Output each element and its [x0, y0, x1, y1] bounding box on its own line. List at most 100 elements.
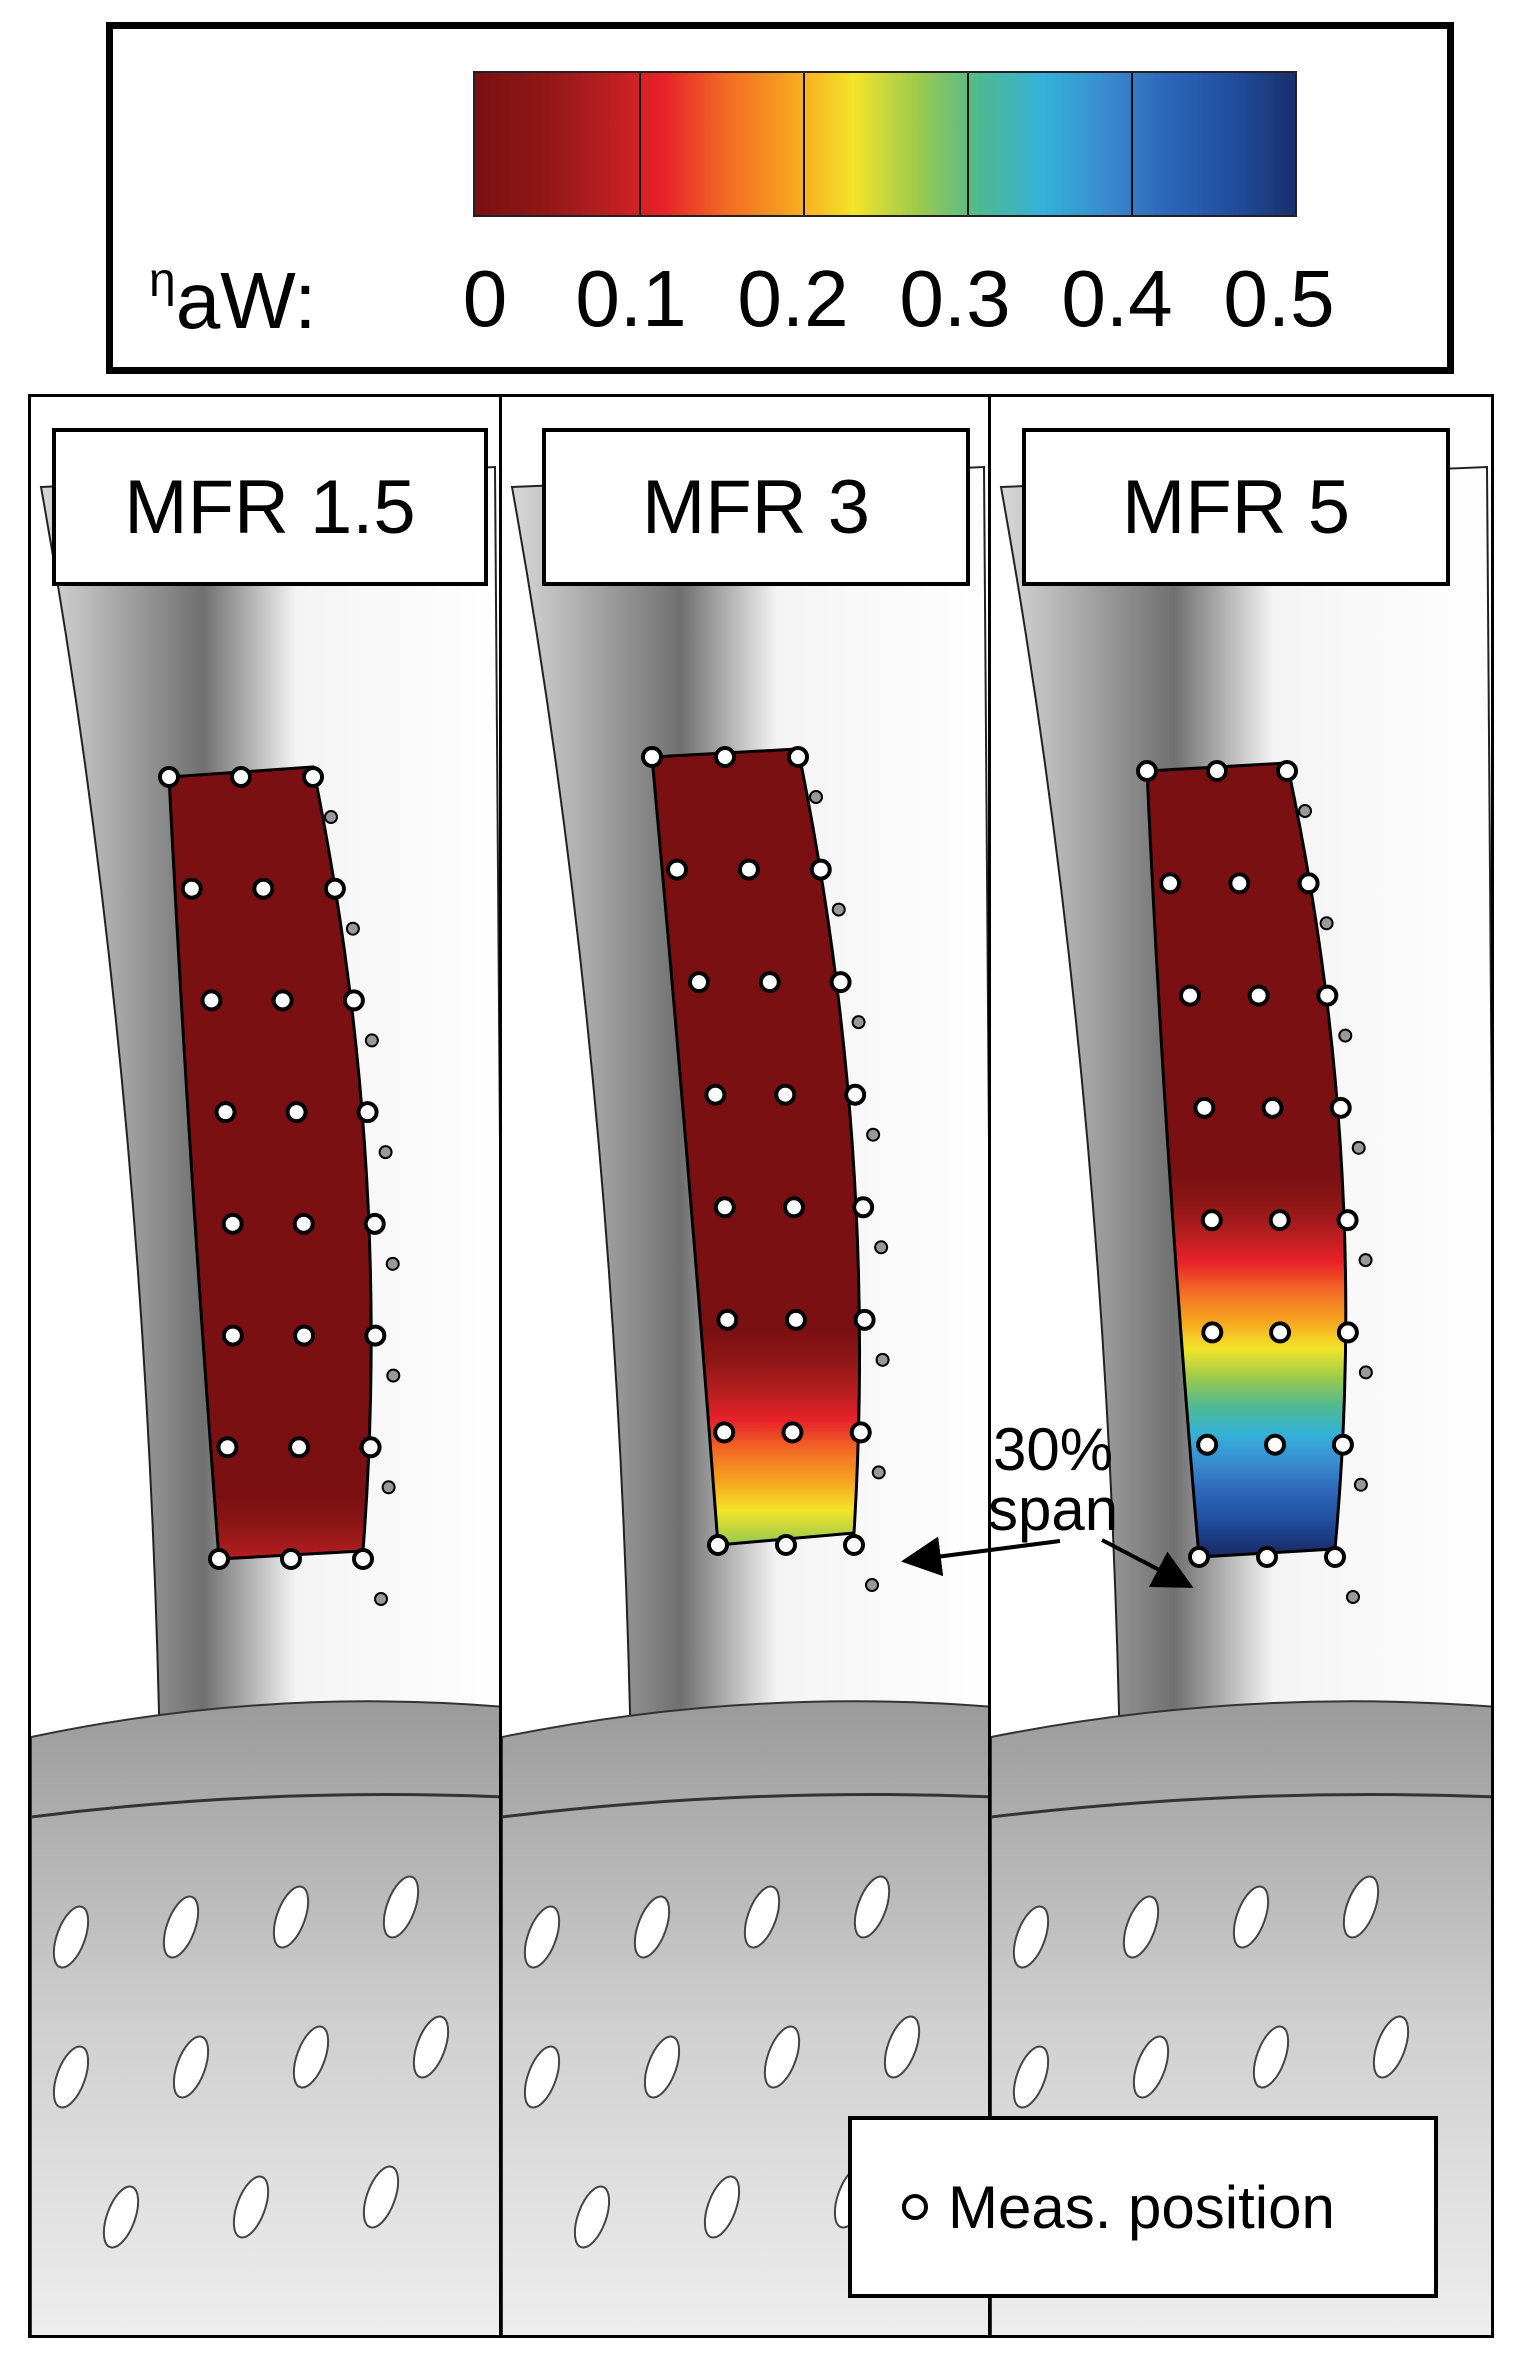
- colorbar-tick-0: 0: [462, 254, 508, 343]
- measurement-point: [852, 1196, 875, 1219]
- measurement-point: [271, 989, 294, 1012]
- cooling-hole-icon: [1012, 2045, 1050, 2109]
- endwall-edge: [502, 1793, 988, 1819]
- cooling-hole-icon: [1132, 2035, 1170, 2099]
- cooling-hole-icon: [381, 1480, 396, 1495]
- blade-scene: [991, 465, 1491, 2335]
- cooling-hole-icon: [1358, 1365, 1373, 1380]
- measurement-point: [1247, 984, 1270, 1007]
- measurement-point: [1179, 984, 1202, 1007]
- measurement-point: [216, 1436, 239, 1459]
- measurement-point: [1136, 760, 1158, 782]
- measurement-point: [782, 1196, 805, 1219]
- measurement-point: [363, 1212, 386, 1235]
- measurement-point: [809, 858, 832, 881]
- measurement-point: [849, 1421, 872, 1444]
- measurement-point: [200, 989, 223, 1012]
- span-annotation-percent: 30%: [993, 1416, 1114, 1483]
- measurement-point: [666, 858, 689, 881]
- measurement-point: [714, 746, 736, 768]
- measurement-point: [1276, 760, 1298, 782]
- cooling-hole-icon: [412, 2015, 450, 2079]
- measurement-point: [302, 766, 324, 788]
- cooling-hole-icon: [378, 1145, 393, 1160]
- colorbar-tick-5: 0.5: [1223, 254, 1335, 343]
- cooling-hole-icon: [385, 1256, 400, 1271]
- cooling-hole-icon: [874, 1240, 889, 1255]
- cooling-hole-icon: [362, 2165, 400, 2229]
- cooling-hole-icon: [1353, 1477, 1368, 1492]
- panel-title-mfr-1-5: MFR 1.5: [52, 428, 488, 586]
- measurement-point: [774, 1083, 797, 1106]
- measurement-point: [1261, 1096, 1284, 1119]
- measurement-legend-label: Meas. position: [948, 2173, 1335, 2241]
- measurement-point: [1188, 1546, 1210, 1568]
- measurement-point: [1264, 1433, 1287, 1456]
- cooling-hole-icon: [1298, 804, 1312, 818]
- cooling-hole-icon: [1372, 2015, 1410, 2079]
- measurement-point: [787, 746, 809, 768]
- cooling-hole-icon: [162, 1895, 200, 1959]
- measurement-point: [1316, 984, 1339, 1007]
- colorbar-divider: [1131, 73, 1133, 215]
- cooling-hole-icon: [809, 790, 823, 804]
- cooling-hole-icon: [853, 1875, 891, 1939]
- measurement-point: [1228, 872, 1251, 895]
- cooling-hole-icon: [52, 1905, 90, 1969]
- colorbar-tick-4: 0.4: [1061, 254, 1173, 343]
- colorbar-legend: ηaW: 0 0.1 0.2 0.3 0.4 0.5: [106, 22, 1454, 374]
- measurement-point: [707, 1534, 729, 1556]
- measurement-point: [293, 1324, 316, 1347]
- cooling-hole-icon: [382, 1875, 420, 1939]
- measurement-point: [1329, 1096, 1352, 1119]
- cooling-hole-icon: [232, 2175, 270, 2239]
- measurement-point: [829, 971, 852, 994]
- cooling-hole-icon: [364, 1033, 379, 1048]
- measurement-point: [1324, 1546, 1346, 1568]
- measurement-point: [1206, 760, 1228, 782]
- colorbar-divider: [803, 73, 805, 215]
- panel-title-mfr-5: MFR 5: [1022, 428, 1450, 586]
- span-annotation: 30% span: [988, 1420, 1118, 1540]
- cooling-hole-icon: [1252, 2025, 1290, 2089]
- measurement-point: [1269, 1321, 1292, 1344]
- measurement-point: [713, 1196, 736, 1219]
- colorbar-divider: [639, 73, 641, 215]
- measurement-point: [342, 989, 365, 1012]
- cooling-hole-icon: [102, 2185, 140, 2249]
- cooling-hole-icon: [871, 1465, 886, 1480]
- blade-scene: [502, 465, 988, 2335]
- colorbar-label: ηaW:: [149, 257, 316, 341]
- cooling-hole-icon: [851, 1015, 866, 1030]
- panel-mfr-5: [988, 394, 1494, 2338]
- cooling-hole-icon: [1122, 1895, 1160, 1959]
- measurement-point: [1336, 1209, 1359, 1232]
- measurement-point: [221, 1324, 244, 1347]
- measurement-marker-icon: [902, 2194, 928, 2220]
- endwall-edge: [31, 1793, 499, 1819]
- cooling-hole-icon: [52, 2045, 90, 2109]
- measurement-point: [1256, 1546, 1278, 1568]
- cooling-hole-icon: [703, 2175, 741, 2239]
- measurement-point: [775, 1534, 797, 1556]
- measurement-point: [641, 746, 663, 768]
- cooling-hole-icon: [573, 2185, 611, 2249]
- cooling-hole-icon: [1319, 916, 1334, 931]
- colorbar-divider: [967, 73, 969, 215]
- measurement-point: [158, 766, 180, 788]
- colorbar-label-subscript: aW:: [175, 256, 317, 345]
- blade-scene: [31, 465, 499, 2335]
- cooling-hole-icon: [1358, 1253, 1373, 1268]
- measurement-point: [1159, 872, 1182, 895]
- measurement-point: [1297, 872, 1320, 895]
- colorbar: [473, 71, 1297, 217]
- cooling-hole-icon: [272, 1885, 310, 1949]
- cooling-hole-icon: [324, 810, 338, 824]
- cooling-hole-icon: [743, 1885, 781, 1949]
- cooling-hole-icon: [866, 1127, 881, 1142]
- colorbar-tick-1: 0.1: [575, 254, 687, 343]
- span-annotation-word: span: [988, 1476, 1119, 1543]
- measurement-point: [359, 1436, 382, 1459]
- cooling-hole-icon: [865, 1578, 879, 1592]
- panel-title-mfr-3: MFR 3: [542, 428, 970, 586]
